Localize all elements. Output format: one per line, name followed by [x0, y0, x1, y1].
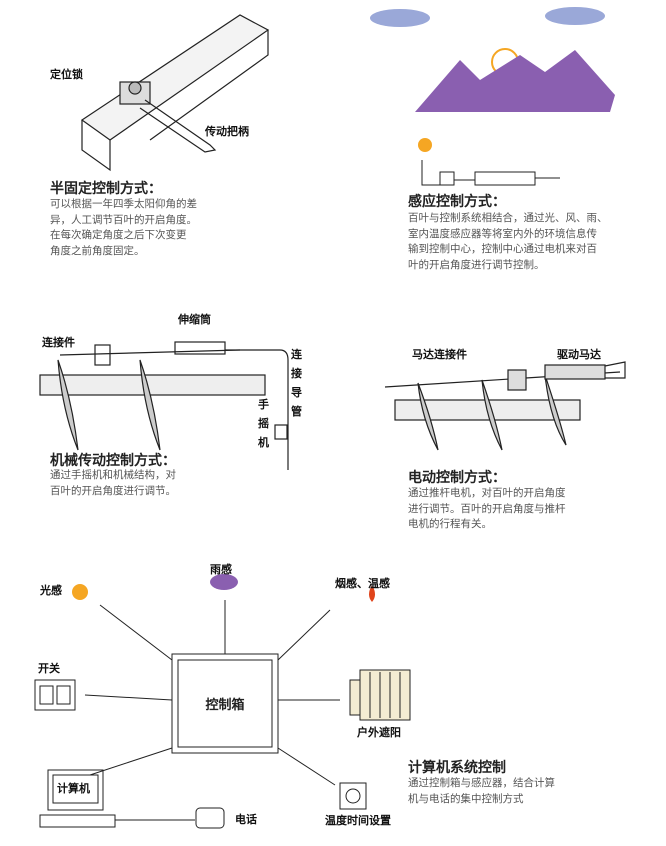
mechanical-description: 通过手摇机和机械结构，对百叶的开启角度进行调节。 [50, 469, 176, 497]
sensor-description: 百叶与控制系统相结合，通过光、风、雨、室内温度感应器等将室内外的环境信息传输到控… [408, 212, 608, 271]
phone-icon [195, 807, 225, 829]
label-switch: 开关 [38, 662, 60, 675]
thermostat-icon [339, 782, 367, 810]
label-outdoor-shading: 户外遮阳 [357, 726, 401, 739]
label-drive-motor: 驱动马达 [557, 348, 601, 361]
system-diagram [34, 574, 411, 829]
label-temp-time-setting: 温度时间设置 [325, 814, 391, 827]
semi-fixed-beam-illustration [80, 14, 270, 172]
label-telescopic: 伸缩筒 [178, 313, 211, 326]
cloud-icon [545, 7, 605, 25]
flame-icon [369, 585, 375, 602]
label-drive-handle: 传动把柄 [205, 125, 249, 138]
mountain-icon [415, 50, 615, 112]
label-motor-connector: 马达连接件 [412, 348, 467, 361]
sun-sensor-icon [418, 138, 432, 152]
sensor-title: 感应控制方式： [408, 194, 506, 210]
cloud-icon [370, 9, 430, 27]
control-box: 控制箱 [205, 698, 245, 713]
weather-illustration [370, 7, 615, 186]
label-computer: 计算机 [57, 782, 90, 795]
label-rain-sensor: 雨感 [210, 563, 232, 576]
rain-sensor-icon [210, 574, 238, 590]
label-connector: 连接件 [42, 336, 75, 349]
shading-icon [349, 669, 411, 721]
computer-icon [39, 769, 116, 828]
semi-fixed-title: 半固定控制方式： [50, 181, 162, 197]
mechanical-illustration [39, 341, 289, 470]
electric-title: 电动控制方式： [408, 470, 506, 486]
switch-icon [34, 679, 76, 711]
label-position-lock: 定位锁 [50, 68, 83, 81]
label-light-sensor: 光感 [40, 584, 62, 597]
label-crank: 手摇机 [258, 398, 269, 449]
label-phone: 电话 [235, 813, 257, 826]
label-conduit: 连接导管 [291, 348, 302, 418]
light-sensor-icon [72, 584, 88, 600]
system-description: 通过控制箱与感应器，结合计算机与电话的集中控制方式 [408, 777, 555, 805]
semi-fixed-description: 可以根据一年四季太阳仰角的差异，人工调节百叶的开启角度。在每次确定角度之后下次变… [50, 198, 197, 257]
system-title: 计算机系统控制 [408, 760, 506, 776]
label-smoke-temp-sensor: 烟感、温感 [335, 577, 390, 590]
electric-description: 通过推杆电机，对百叶的开启角度进行调节。百叶的开启角度与推杆电机的行程有关。 [408, 487, 566, 530]
mechanical-title: 机械传动控制方式： [50, 453, 176, 469]
electric-illustration [384, 361, 626, 451]
